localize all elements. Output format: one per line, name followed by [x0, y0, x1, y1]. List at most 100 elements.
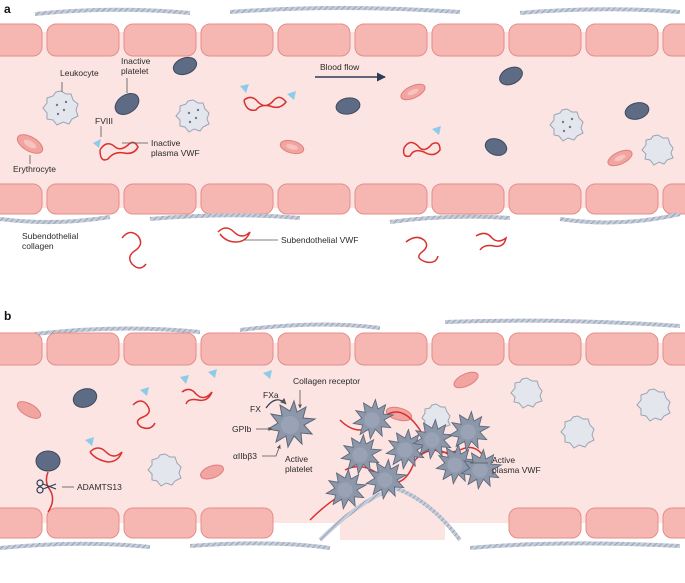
collagen-bottom-a — [0, 212, 681, 225]
erythrocyte — [607, 149, 633, 167]
erythrocyte — [200, 464, 224, 480]
subendothelial-collagen-label-line1: Subendothelial — [22, 231, 78, 241]
active-platelet — [448, 410, 491, 452]
leukocyte — [549, 108, 584, 142]
fviii-label: FVIII — [95, 116, 113, 126]
leukocyte — [175, 99, 210, 133]
endothelial-cell — [200, 23, 274, 57]
active-platelet — [266, 399, 317, 449]
gpib-label: GPIb — [232, 424, 252, 434]
subendothelial-vwf — [121, 231, 147, 269]
endothelial-cell — [662, 183, 685, 215]
adamts13-label: ADAMTS13 — [77, 482, 122, 492]
active-platelet — [460, 448, 503, 490]
inactive-platelet — [35, 450, 61, 472]
endothelial-cell — [508, 332, 582, 366]
blood-flow-label: Blood flow — [320, 62, 360, 72]
fviii-icon — [93, 139, 101, 148]
erythrocyte — [16, 134, 44, 154]
subendothelial-vwf — [217, 227, 251, 243]
endothelial-cell — [46, 183, 120, 215]
leader-lines-b — [62, 390, 488, 488]
leukocyte — [42, 90, 79, 126]
endothelial-cell — [585, 183, 659, 215]
active-platelet-label-line1: Active — [285, 454, 308, 464]
subendothelial-collagen-label-line2: collagen — [22, 241, 54, 251]
erythrocyte — [400, 83, 426, 101]
endothelial-cell — [123, 23, 197, 57]
endothelial-cell — [508, 183, 582, 215]
panel-b-letter: b — [4, 309, 11, 323]
endothelial-cell — [0, 183, 43, 215]
endothelial-cell — [585, 23, 659, 57]
active-platelet — [365, 458, 408, 500]
leukocyte — [641, 134, 674, 166]
inactive-plasma-vwf — [180, 369, 217, 405]
inactive-platelet — [335, 97, 361, 115]
active-platelet — [435, 443, 478, 485]
fviii-icon — [240, 84, 249, 93]
endothelial-cell — [354, 23, 428, 57]
active-platelet — [340, 433, 383, 475]
endothelial-cell — [277, 183, 351, 215]
erythrocyte — [385, 406, 413, 422]
inactive-plasma-vwf — [132, 387, 156, 430]
fviii-icon — [180, 375, 189, 384]
inactive-vwf-label-line2: plasma VWF — [151, 148, 200, 158]
scissors-icon — [36, 479, 57, 494]
endothelium-bottom-b — [0, 507, 685, 539]
active-platelet — [352, 398, 395, 440]
inactive-platelet — [72, 388, 98, 408]
inactive-platelet — [172, 56, 198, 76]
endothelial-cell — [0, 507, 43, 539]
active-platelet — [412, 418, 455, 460]
leukocyte — [147, 453, 182, 487]
active-vwf-label-line2: plasma VWF — [492, 465, 541, 475]
endothelial-cell — [46, 332, 120, 366]
endothelial-cell — [431, 183, 505, 215]
endothelial-cell — [123, 507, 197, 539]
leader-lines-a — [29, 78, 278, 241]
fx-conversion-arrow — [265, 398, 287, 409]
inactive-plasma-vwf — [93, 139, 139, 161]
erythrocyte — [16, 401, 42, 419]
inactive-plasma-vwf — [402, 126, 441, 158]
endothelial-cell — [354, 332, 428, 366]
fviii-icon — [287, 91, 296, 100]
platelet-aggregate — [309, 398, 503, 521]
endothelial-cell — [431, 332, 505, 366]
endothelial-cell — [123, 332, 197, 366]
fviii-icon — [263, 370, 272, 379]
leukocyte-label: Leukocyte — [60, 68, 99, 78]
collagen-top-b — [34, 318, 681, 336]
inactive-plasma-vwf — [240, 84, 296, 112]
fviii-icon — [432, 126, 441, 135]
erythrocyte-label: Erythrocyte — [13, 164, 56, 174]
fviii-icon — [208, 369, 217, 378]
endothelial-cell — [662, 507, 685, 539]
endothelial-cell — [277, 23, 351, 57]
inactive-platelet — [114, 93, 140, 115]
vwf-strand-cleaved — [45, 471, 54, 513]
endothelial-cell — [0, 332, 43, 366]
endothelial-cell — [662, 23, 685, 57]
collagen-bottom-b — [0, 485, 681, 550]
active-platelet — [385, 428, 428, 470]
active-platelet — [325, 468, 368, 510]
leukocyte — [560, 415, 595, 449]
subendothelial-vwf-label: Subendothelial VWF — [281, 235, 359, 245]
endothelial-cell — [123, 183, 197, 215]
active-vwf-label-line1: Active — [492, 455, 515, 465]
endothelial-cell — [200, 183, 274, 215]
endothelial-cell — [354, 183, 428, 215]
panel-a: a — [0, 2, 685, 269]
inactive-platelet-label-line1: Inactive — [121, 56, 151, 66]
endothelium-top-a — [0, 23, 685, 57]
subendothelial-vwf — [475, 232, 508, 251]
inactive-platelet — [484, 138, 508, 156]
endothelial-cell — [200, 332, 274, 366]
endothelial-cell — [46, 507, 120, 539]
fx-label: FX — [250, 404, 261, 414]
endothelial-cell — [431, 23, 505, 57]
